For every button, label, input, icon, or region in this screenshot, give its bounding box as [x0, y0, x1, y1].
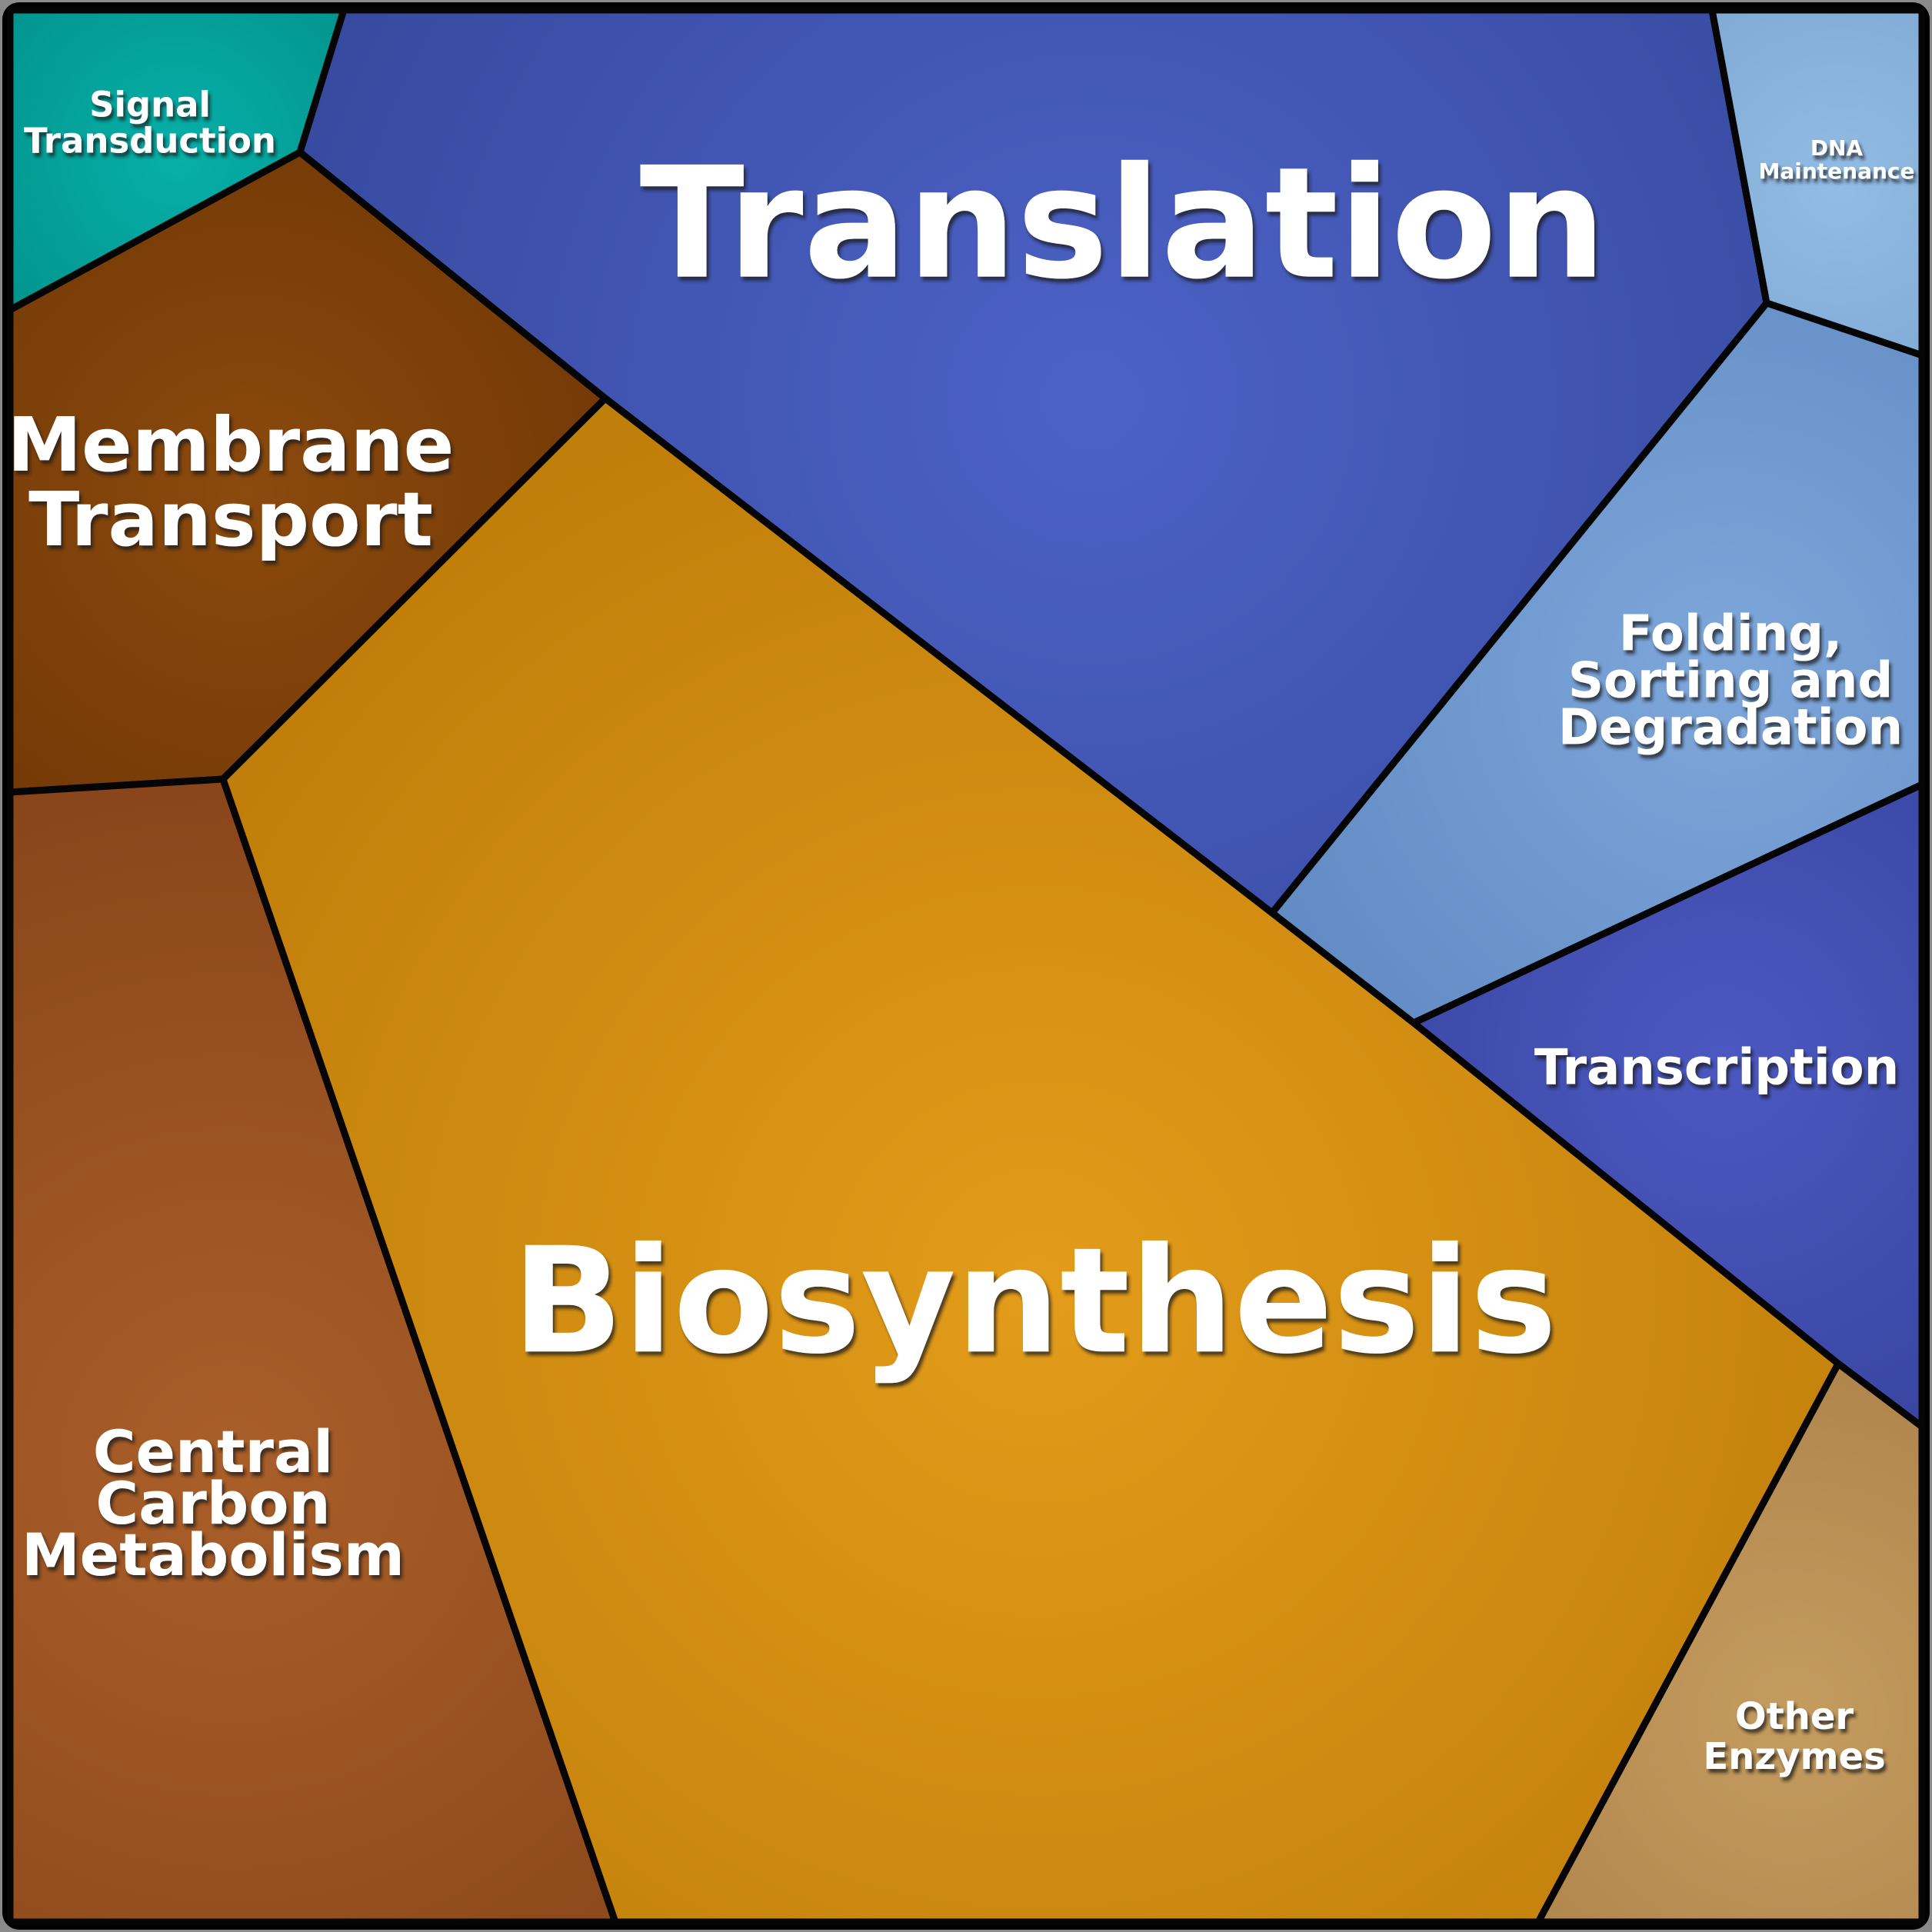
label-line: Transcription	[1534, 1040, 1899, 1097]
label-line: Central	[93, 1417, 334, 1486]
label-biosynthesis: Biosynthesis	[512, 1216, 1557, 1386]
label-line: Biosynthesis	[512, 1216, 1557, 1386]
label-line: Maintenance	[1758, 158, 1914, 184]
label-line: Other	[1735, 1695, 1854, 1738]
label-line: Signal	[89, 85, 211, 125]
label-line: DNA	[1810, 135, 1864, 161]
label-line: Degradation	[1558, 700, 1903, 757]
label-line: Metabolism	[22, 1521, 405, 1589]
label-line: Transduction	[24, 121, 276, 162]
label-line: Folding,	[1619, 606, 1842, 663]
label-line: Membrane	[8, 401, 455, 488]
label-line: Sorting and	[1568, 653, 1893, 710]
label-transcription: Transcription	[1534, 1040, 1899, 1097]
label-line: Carbon	[95, 1469, 330, 1537]
label-line: Enzymes	[1703, 1735, 1885, 1778]
label-line: Transport	[28, 476, 433, 563]
label-translation: Translation	[640, 135, 1607, 314]
label-line: Translation	[640, 135, 1607, 314]
cell-biosynthesis	[219, 395, 1842, 1926]
